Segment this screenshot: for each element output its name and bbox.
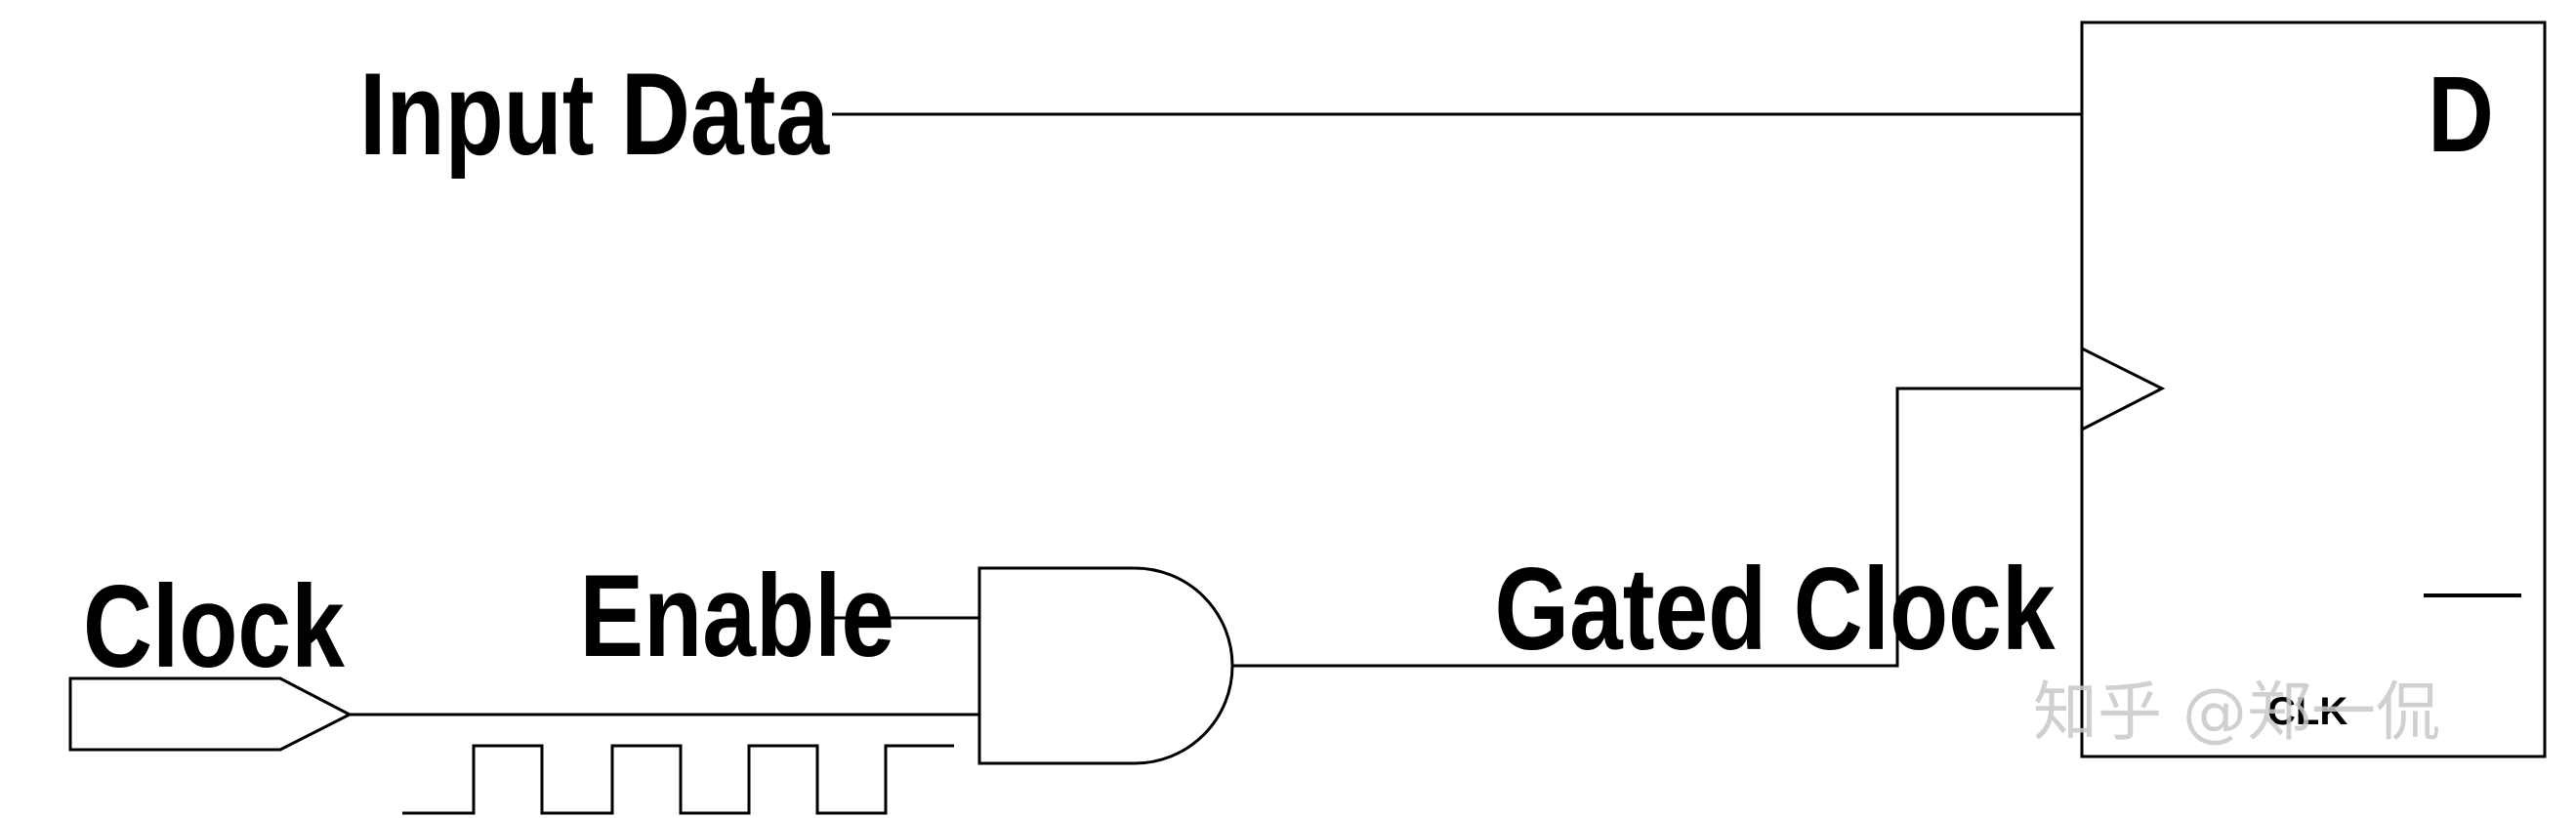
gated-clock-label: Gated Clock: [1494, 545, 2056, 675]
clk-pin-label: CLK: [2267, 690, 2347, 733]
input-data-label: Input Data: [359, 50, 830, 180]
clock-input-port: [68, 676, 353, 752]
gated-clock-wire: [1232, 387, 2082, 668]
clock-waveform: [402, 744, 954, 815]
watermark-text: 知乎 @郑一侃: [2033, 675, 2440, 750]
d-pin-label: D: [2428, 55, 2494, 175]
clock-label: Clock: [83, 562, 346, 692]
and-gate: [977, 566, 1234, 765]
clock-edge-triangle-icon: [2081, 347, 2166, 431]
